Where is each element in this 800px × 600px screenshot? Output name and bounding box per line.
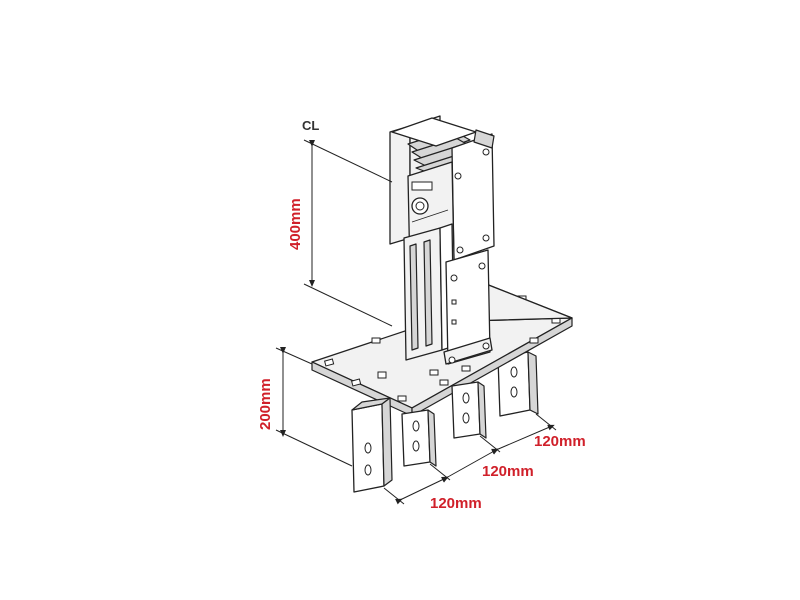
dimension-label-120-middle: 120mm [482,463,534,480]
dimension-label-120-top: 120mm [534,433,586,450]
dimension-label-200: 200mm [257,378,274,430]
support-bracket-front-mid1 [401,409,437,467]
dimension-400 [303,139,393,327]
dimension-label-120-bottom: 120mm [430,495,482,512]
plate-hole [397,395,407,402]
busway-column [389,115,495,365]
plate-hole [461,365,471,372]
support-bracket-front-mid2 [451,381,487,439]
plate-hole [351,378,362,387]
dimension-label-400: 400mm [287,198,304,250]
plate-hole [377,371,387,379]
plate-hole [429,369,439,376]
plate-hole [529,337,539,344]
join-label [411,181,433,191]
plate-hole [371,337,381,344]
centerline-symbol: CL [302,118,319,133]
dimension-spacing [383,413,557,505]
plate-hole [324,358,335,367]
plate-hole [439,379,449,386]
support-bracket-rear [497,351,539,417]
dimension-200 [275,347,353,467]
support-bracket-front-left [351,397,393,493]
